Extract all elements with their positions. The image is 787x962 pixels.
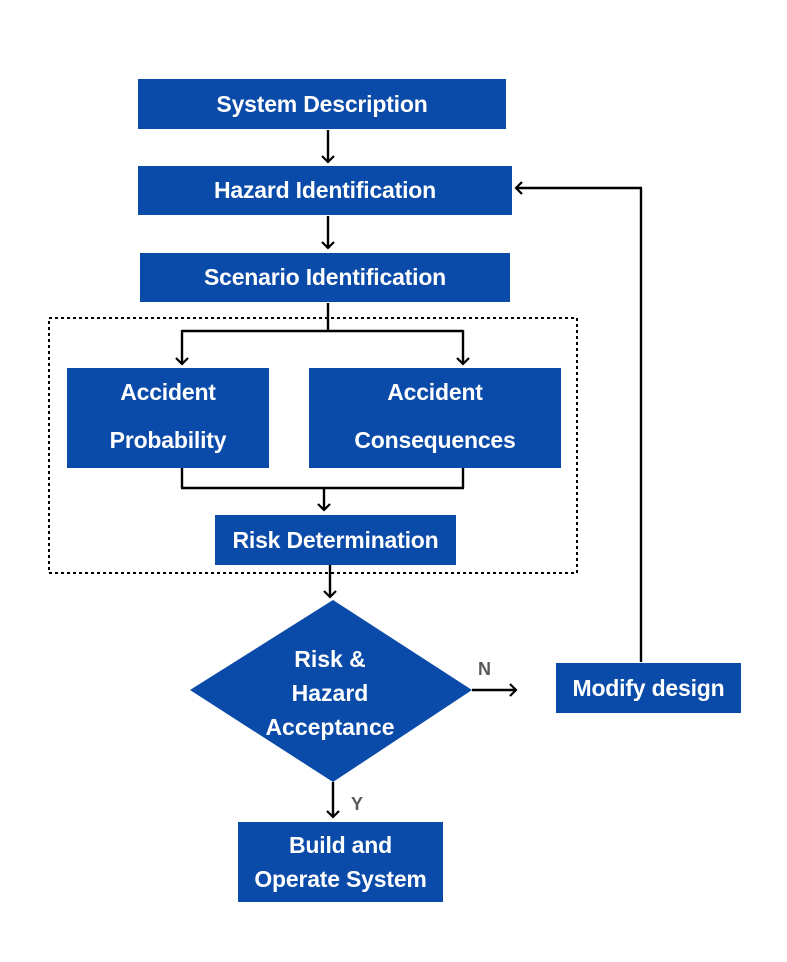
acceptance-line-1: Risk & [294, 646, 366, 672]
accident-consequences-node: Accident Consequences [309, 368, 561, 468]
acceptance-line-3: Acceptance [265, 714, 395, 740]
risk-determination-node: Risk Determination [215, 515, 456, 565]
system-description-node: System Description [138, 79, 506, 129]
acceptance-decision-label: Risk & Hazard Acceptance [230, 642, 430, 744]
analysis-group-boundary [48, 317, 578, 574]
accident-consequences-line-2: Consequences [354, 427, 516, 453]
build-operate-line-1: Build and [289, 832, 392, 858]
accident-probability-line-2: Probability [109, 427, 227, 453]
accident-probability-line-1: Accident [120, 379, 216, 405]
acceptance-decision-diamond [190, 600, 472, 782]
modify-design-node: Modify design [556, 663, 741, 713]
hazard-identification-node: Hazard Identification [138, 166, 512, 215]
acceptance-line-2: Hazard [291, 680, 369, 706]
accident-consequences-line-1: Accident [387, 379, 483, 405]
yes-branch-label: Y [351, 794, 364, 814]
accident-probability-node: Accident Probability [67, 368, 269, 468]
scenario-identification-node: Scenario Identification [140, 253, 510, 302]
build-operate-node: Build and Operate System [238, 822, 443, 902]
no-branch-label: N [478, 659, 491, 679]
build-operate-line-2: Operate System [254, 866, 427, 892]
